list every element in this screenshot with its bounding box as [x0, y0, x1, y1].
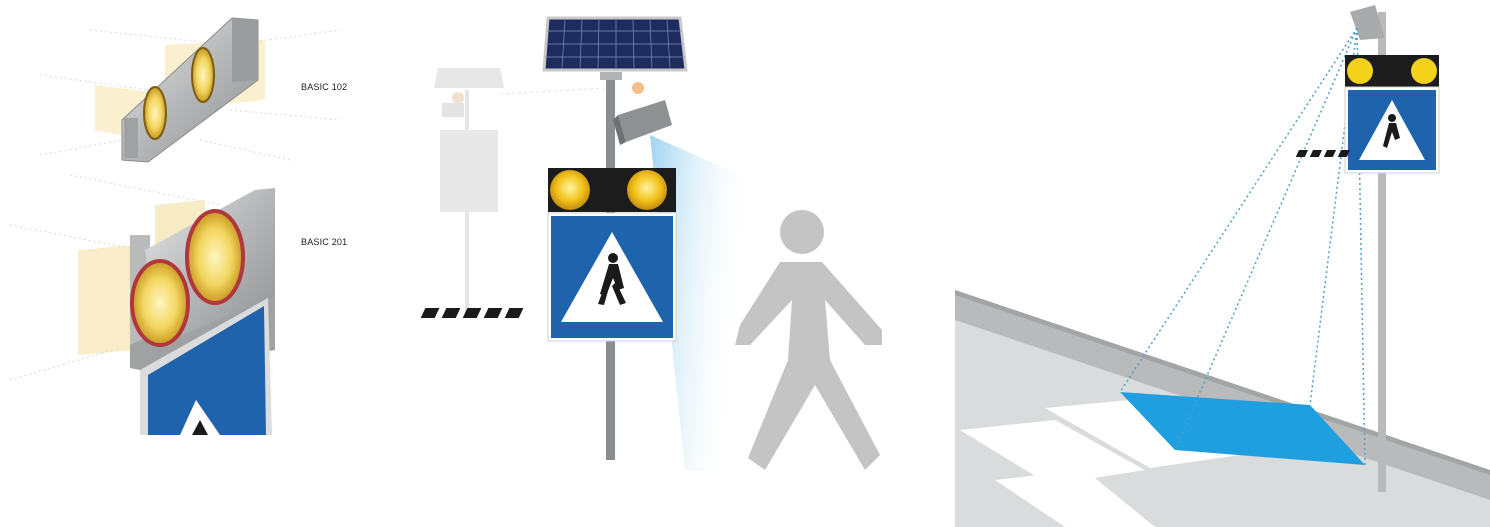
- beacon-models-panel: BASIC 102 BASIC 201: [0, 0, 400, 527]
- beacon-models-illustration: [0, 0, 400, 527]
- beacon-lamp-icon: [187, 211, 243, 303]
- pedestrian-figure-icon: [735, 210, 882, 470]
- beacon-lamp-icon: [1411, 58, 1437, 84]
- solar-beacon-panel: [420, 0, 920, 527]
- beacon-lamp-icon: [550, 170, 590, 210]
- solar-beacon-illustration: [420, 0, 920, 527]
- beacon-basic-201: [130, 188, 275, 435]
- beacon-lamp-icon: [144, 87, 166, 139]
- beacon-lamp-icon: [627, 170, 667, 210]
- road-detection-illustration: [955, 0, 1490, 527]
- solar-panel-icon: [544, 18, 686, 80]
- beacon-lamp-icon: [1347, 58, 1373, 84]
- beacon-lamp-housing: [548, 168, 676, 212]
- radar-sensor-icon: [1350, 5, 1385, 40]
- radar-sensor-icon: [613, 82, 672, 145]
- model-label-basic-102: BASIC 102: [301, 82, 347, 92]
- beacon-lamp-icon: [132, 261, 188, 345]
- beacon-lamp-housing: [1345, 55, 1439, 87]
- beacon-lamp-icon: [192, 48, 214, 102]
- pedestrian-crossing-sign-icon: [1296, 87, 1439, 173]
- road-detection-panel: [955, 0, 1490, 527]
- beacon-basic-102: [122, 18, 258, 162]
- pedestrian-crossing-sign-icon: [421, 213, 676, 341]
- model-label-basic-201: BASIC 201: [301, 237, 347, 247]
